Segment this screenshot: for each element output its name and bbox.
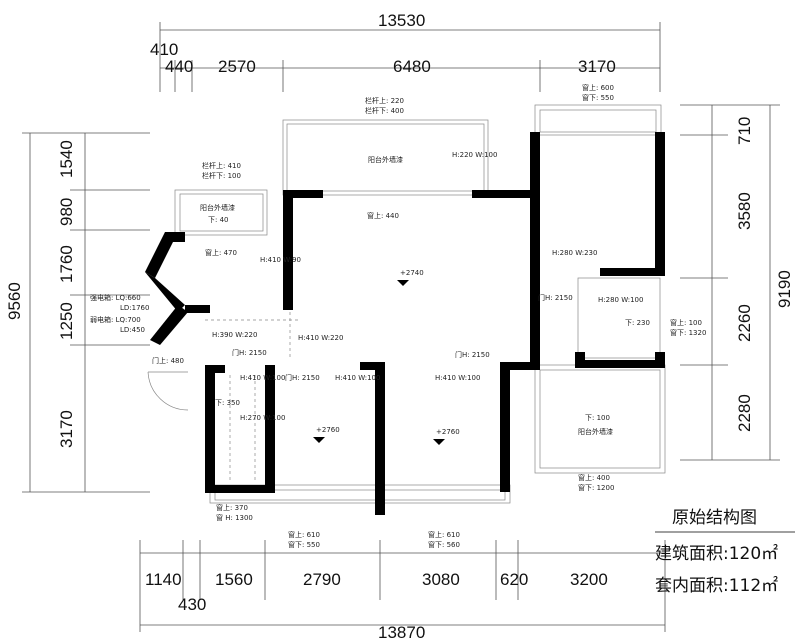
window-440: 窗上: 440 (367, 211, 399, 220)
level-2740: +2740 (400, 269, 424, 277)
left-seg-1540: 1540 (57, 140, 76, 178)
win-100-1320-b: 窗下: 1320 (670, 328, 706, 337)
down-350: 下: 350 (215, 399, 240, 407)
balcony-right-sub: 下: 100 (585, 414, 610, 422)
win-610-560-a: 窗上: 610 (428, 530, 460, 539)
level-2760-b: +2760 (436, 428, 460, 436)
bottom-seg-620: 620 (500, 570, 528, 589)
win-610-550-b: 窗下: 550 (288, 540, 320, 549)
hw-220-100: H:220 W:100 (452, 151, 497, 159)
hw-270-100: H:270 W:100 (240, 414, 285, 422)
left-total-dim: 9560 (5, 282, 24, 320)
level-markers (313, 280, 445, 445)
thin-outlines (147, 104, 666, 504)
balcony-wall-right: 阳台外墙漆 (578, 427, 613, 436)
left-seg-3170: 3170 (57, 410, 76, 448)
hw-280-230: H:280 W:230 (552, 249, 597, 257)
door-480: 门上: 480 (152, 356, 184, 365)
left-seg-1250: 1250 (57, 302, 76, 340)
window-470: 窗上: 470 (205, 248, 237, 257)
left-seg-1760: 1760 (57, 245, 76, 283)
door-2150-a: 门H: 2150 (538, 293, 573, 302)
hw-410-100-c: H:410 W:100 (435, 374, 480, 382)
window-top-right-a: 窗上: 600 (582, 83, 614, 92)
balcony-wall-left: 阳台外墙漆 (200, 203, 235, 212)
building-area: 建筑面积:120㎡ (655, 544, 778, 564)
hw-410-100-b: H:410 W:100 (335, 374, 380, 382)
right-seg-2280: 2280 (735, 394, 754, 432)
left-seg-980: 980 (57, 198, 76, 226)
win-400-1200-a: 窗上: 400 (578, 473, 610, 482)
win-h1300: 窗 H: 1300 (216, 513, 253, 522)
balcony-wall-left-sub: 下: 40 (208, 216, 229, 224)
top-seg-440: 440 (165, 57, 193, 76)
railing-bottom-left: 栏杆下: 100 (202, 171, 241, 180)
top-seg-3170: 3170 (578, 57, 616, 76)
win-370: 窗上: 370 (216, 503, 248, 512)
door-2150-b: 门H: 2150 (232, 348, 267, 357)
win-610-550-a: 窗上: 610 (288, 530, 320, 539)
down-230: 下: 230 (625, 319, 650, 327)
inner-area: 套内面积:112㎡ (655, 576, 778, 596)
bottom-total-dim: 13870 (378, 623, 425, 642)
top-total-dim: 13530 (378, 11, 425, 30)
hw-280-100: H:280 W:100 (598, 296, 643, 304)
level-2760-a: +2760 (316, 426, 340, 434)
right-seg-2260: 2260 (735, 304, 754, 342)
railing-bottom: 栏杆下: 400 (365, 106, 404, 115)
railing-top-left: 栏杆上: 410 (202, 161, 241, 170)
win-100-1320-a: 窗上: 100 (670, 318, 702, 327)
bottom-seg-1560: 1560 (215, 570, 253, 589)
bottom-seg-1140: 1140 (145, 570, 182, 589)
elec-strong-ld: LD:1760 (120, 304, 149, 312)
top-seg-6480: 6480 (393, 57, 431, 76)
win-610-560-b: 窗下: 560 (428, 540, 460, 549)
hw-410-100-a: H:410 W:100 (240, 374, 285, 382)
right-seg-3580: 3580 (735, 192, 754, 230)
elec-strong: 强电箱: LQ:660 (90, 293, 141, 302)
railing-top: 栏杆上: 220 (365, 96, 404, 105)
hw-410-90: H:410 W:90 (260, 256, 301, 264)
plan-title: 原始结构图 (672, 508, 757, 528)
door-2150-d: 门H: 2150 (455, 350, 490, 359)
elec-weak: 弱电箱: LQ:700 (90, 315, 141, 324)
bottom-seg-3080: 3080 (422, 570, 460, 589)
right-seg-710: 710 (735, 117, 754, 145)
window-top-right-b: 窗下: 550 (582, 93, 614, 102)
bottom-seg-2790: 2790 (303, 570, 341, 589)
bottom-seg-3200: 3200 (570, 570, 608, 589)
top-seg-410: 410 (150, 40, 178, 59)
hw-390-220: H:390 W:220 (212, 331, 257, 339)
walls (145, 132, 665, 515)
bottom-sub-430: 430 (178, 595, 206, 614)
hw-410-220: H:410 W:220 (298, 334, 343, 342)
balcony-wall-top: 阳台外墙漆 (368, 155, 403, 164)
elec-weak-ld: LD:450 (120, 326, 145, 334)
top-seg-2570: 2570 (218, 57, 256, 76)
win-400-1200-b: 窗下: 1200 (578, 483, 614, 492)
door-2150-c: 门H: 2150 (285, 373, 320, 382)
dimension-lines (22, 22, 780, 632)
right-total-dim: 9190 (775, 270, 794, 308)
